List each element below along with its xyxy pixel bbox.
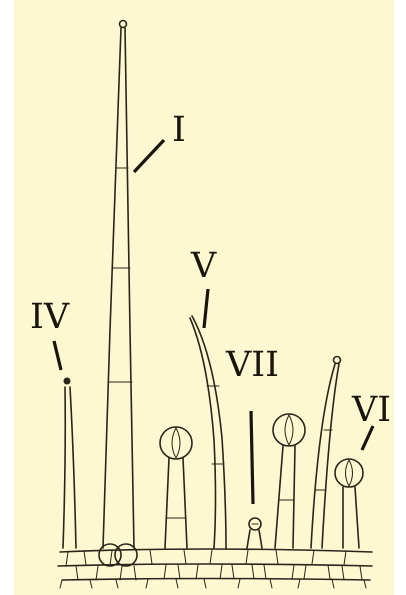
leader-line-VII [251, 411, 253, 504]
trichome-IV [63, 378, 76, 549]
label-I: I [172, 110, 186, 150]
trichome-VII [247, 518, 262, 548]
label-V: V [190, 246, 217, 286]
trichome-I [99, 21, 137, 567]
trichome-VI [335, 459, 363, 548]
glandular-hair-left [160, 427, 192, 548]
label-VII: VII [225, 345, 279, 385]
label-IV: IV [30, 297, 70, 337]
label-VI: VI [351, 390, 391, 430]
glandular-hair-right [273, 414, 305, 548]
epidermis-cell-layer [58, 549, 372, 588]
leader-line-I [134, 140, 164, 172]
leader-line-V [204, 289, 208, 328]
leader-line-IV [54, 341, 61, 370]
knobbed-hair [311, 357, 341, 549]
trichome-V [190, 316, 226, 548]
